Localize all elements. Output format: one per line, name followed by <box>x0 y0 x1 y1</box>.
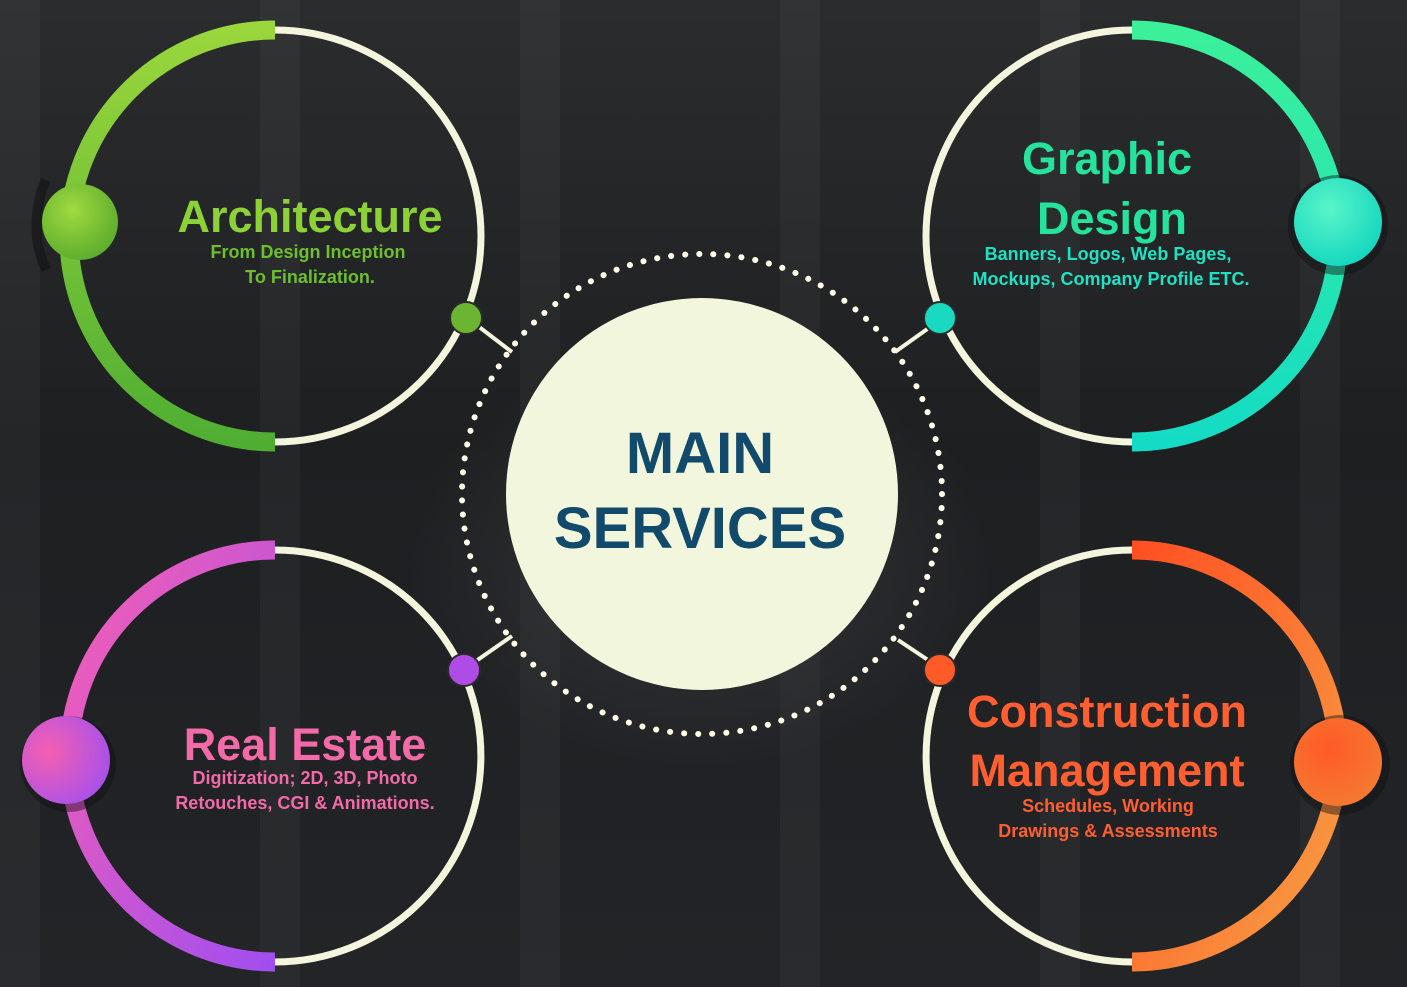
real-estate-service[interactable]: Real Estate Digitization; 2D, 3D, Photo … <box>20 540 485 972</box>
architecture-desc-line1: From Design Inception <box>210 242 405 262</box>
real-estate-desc-line1: Digitization; 2D, 3D, Photo <box>193 768 418 788</box>
architecture-service[interactable]: Architecture From Design Inception To Fi… <box>31 20 485 452</box>
architecture-title: Architecture <box>177 191 442 242</box>
graphic-design-ring-left <box>922 26 1133 446</box>
architecture-link-dot <box>449 301 483 335</box>
graphic-design-service[interactable]: Graphic Design Banners, Logos, Web Pages… <box>922 20 1388 452</box>
construction-desc-line2: Drawings & Assessments <box>998 821 1217 841</box>
real-estate-link-dot <box>447 653 481 687</box>
construction-desc-line1: Schedules, Working <box>1022 796 1194 816</box>
main-services-hub: MAIN SERVICES <box>459 251 945 737</box>
architecture-ring-right <box>274 26 485 446</box>
graphic-design-title-line2: Design <box>1037 193 1187 244</box>
construction-title-line2: Management <box>969 745 1244 796</box>
graphic-design-title-line1: Graphic <box>1022 133 1192 184</box>
construction-title-line1: Construction <box>967 686 1247 737</box>
construction-link-dot <box>923 653 957 687</box>
construction-management-service[interactable]: Construction Management Schedules, Worki… <box>922 540 1390 972</box>
real-estate-ring-right <box>274 546 485 966</box>
graphic-design-desc-line2: Mockups, Company Profile ETC. <box>972 269 1249 289</box>
construction-node-icon <box>1294 718 1382 806</box>
construction-ring-left <box>922 546 1133 966</box>
real-estate-desc-line2: Retouches, CGI & Animations. <box>175 793 434 813</box>
graphic-design-node-icon <box>1294 178 1382 266</box>
architecture-node-icon <box>42 184 118 260</box>
center-circle <box>506 298 898 690</box>
graphic-design-link-dot <box>923 301 957 335</box>
real-estate-title: Real Estate <box>184 719 427 770</box>
graphic-design-desc-line1: Banners, Logos, Web Pages, <box>985 244 1232 264</box>
center-title-line1: MAIN <box>626 421 774 486</box>
architecture-shadow <box>31 177 51 273</box>
dotted-orbit <box>459 251 945 737</box>
center-title-line2: SERVICES <box>554 496 846 561</box>
architecture-desc-line2: To Finalization. <box>245 267 375 287</box>
real-estate-node-icon <box>22 716 110 804</box>
